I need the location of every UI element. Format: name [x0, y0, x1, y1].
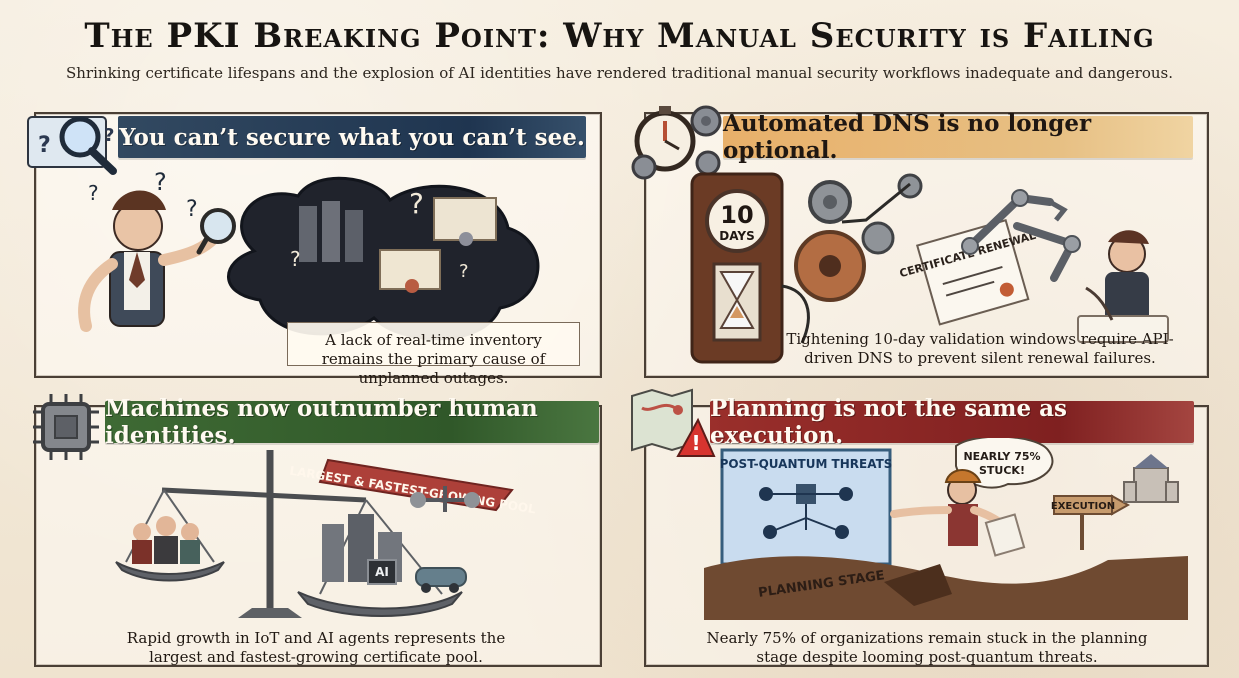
stopwatch-gears-icon [626, 97, 730, 183]
inventory-confusion-illustration: ? ? ? ? ? ? [54, 168, 574, 366]
map-warning-icon: ! [626, 386, 716, 464]
panel-planning-execution-caption: Nearly 75% of organizations remain stuck… [706, 629, 1148, 666]
chip-icon [25, 386, 107, 468]
svg-text:?: ? [38, 133, 51, 158]
magnifier-question-icon: ? ? [24, 99, 136, 181]
svg-text:?: ? [154, 168, 167, 196]
panel-planning-execution-heading: Planning is not the same as execution. [710, 395, 1067, 449]
page-title: The PKI Breaking Point: Why Manual Secur… [84, 16, 1155, 56]
map-title: POST-QUANTUM THREATS [720, 457, 893, 471]
banner-visibility: You can’t secure what you can’t see. [118, 116, 586, 158]
clock-unit: DAYS [719, 229, 754, 243]
panel-dns-caption: Tightening 10-day validation windows req… [786, 330, 1174, 367]
panel-machine-identities-heading: Machines now outnumber human identities. [105, 395, 538, 449]
banner-dns: Automated DNS is no longer optional. [723, 110, 1193, 164]
panel-machine-identities [34, 405, 602, 667]
panel-visibility-caption: A lack of real-time inventory remains th… [287, 322, 580, 387]
planning-stage-illustration: POST-QUANTUM THREATS NEARLY 75% STUCK! P… [704, 435, 1188, 620]
clock-value: 10 [720, 201, 753, 229]
svg-text:?: ? [104, 125, 114, 146]
banner-machine-identities: Machines now outnumber human identities. [105, 395, 599, 449]
ai-chip-label: AI [375, 565, 389, 579]
svg-text:?: ? [290, 247, 301, 271]
svg-text:?: ? [409, 187, 424, 220]
panel-dns-heading: Automated DNS is no longer optional. [723, 110, 1092, 164]
page-subtitle: Shrinking certificate lifespans and the … [66, 64, 1173, 82]
speech-line-2: STUCK! [979, 464, 1025, 477]
identity-balance-illustration: LARGEST & FASTEST-GROWING POOL AI [82, 442, 554, 618]
banner-planning-execution: Planning is not the same as execution. [710, 395, 1194, 449]
svg-text:?: ? [88, 181, 99, 205]
panel-visibility-heading: You can’t secure what you can’t see. [119, 123, 585, 151]
speech-line-1: NEARLY 75% [963, 450, 1040, 463]
svg-text:?: ? [459, 261, 469, 282]
dns-renewal-machine-illustration: 10 DAYS CERTIFICATE RENEWAL [680, 168, 1180, 366]
svg-text:?: ? [186, 197, 198, 222]
panel-machine-identities-caption: Rapid growth in IoT and AI agents repres… [126, 629, 506, 666]
execution-signpost-label: EXECUTION [1051, 501, 1115, 512]
svg-text:!: ! [691, 431, 700, 455]
